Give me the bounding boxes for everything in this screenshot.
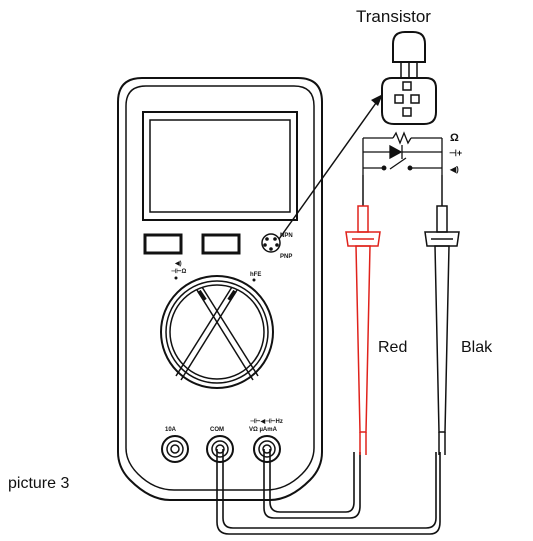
ohm-symbol: Ω <box>450 132 459 144</box>
jack-v-ohm[interactable] <box>253 435 281 463</box>
jack-10a[interactable] <box>161 435 189 463</box>
black-label: Blak <box>461 339 493 356</box>
jack-com-label: COM <box>210 427 224 433</box>
red-probe[interactable] <box>345 175 381 455</box>
function-button-left[interactable] <box>143 233 183 255</box>
rotary-dial[interactable] <box>160 275 274 389</box>
callout-arrow <box>278 102 377 240</box>
red-label: Red <box>378 339 407 356</box>
npn-label: NPN <box>280 233 293 239</box>
jack-v-label-2: VΩ µAmA <box>249 427 278 433</box>
buzzer-symbol: ◀) <box>449 165 459 174</box>
jack-v-label-1: ⊣⊢◀⊣⊢Hz <box>250 417 283 425</box>
transistor-icon <box>381 31 437 125</box>
hfe-socket[interactable] <box>261 233 281 253</box>
pnp-label: PNP <box>280 254 292 260</box>
function-schematic <box>362 131 443 175</box>
black-probe[interactable] <box>424 175 460 455</box>
lcd-display <box>142 111 298 221</box>
title-transistor: Transistor <box>356 7 431 26</box>
caption: picture 3 <box>8 475 69 492</box>
jack-com[interactable] <box>206 435 234 463</box>
multimeter-body <box>117 77 323 501</box>
test-leads <box>216 449 441 535</box>
diode-ohm-mark: ⊣⊢Ω <box>171 267 186 275</box>
jack-10a-label: 10A <box>165 427 177 433</box>
diode-symbol: ⊣+ <box>449 148 462 158</box>
function-button-right[interactable] <box>201 233 241 255</box>
hfe-dial-label: hFE <box>250 272 261 278</box>
buzzer-mark: ◀) <box>174 260 182 267</box>
